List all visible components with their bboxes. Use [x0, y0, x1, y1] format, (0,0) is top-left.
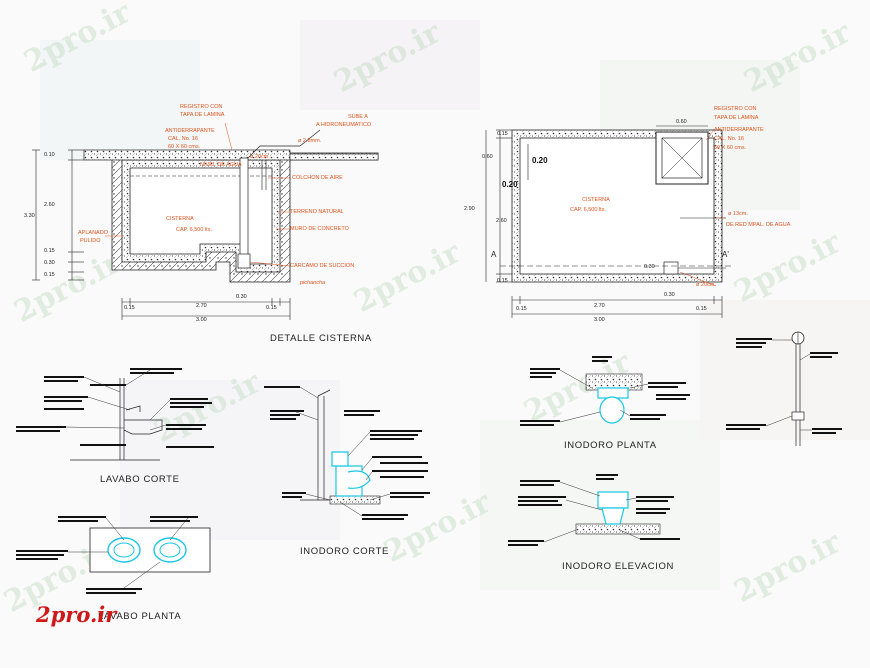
dim-015c: 0.15 [124, 305, 135, 311]
plan-dim-290: 2.90 [464, 206, 475, 212]
cistern-label-terreno: TERRENO NATURAL [290, 209, 344, 215]
dim-015d: 0.15 [266, 305, 277, 311]
plan-label-tapa: TAPA DE LAMINA [714, 115, 759, 121]
plan-label-red: DE RED MPAL. DE AGUA [726, 222, 791, 228]
cistern-label-muro: MURO DE CONCRETO [290, 226, 349, 232]
title-inodoro-elevacion: INODORO ELEVACION [562, 561, 674, 572]
plan-label-a13: ø 13cm. [728, 211, 748, 217]
plan-dim-015c: 0.15 [516, 306, 527, 312]
plan-label-anti2: CAL. No. 16 [714, 136, 744, 142]
cistern-label-registro: REGISTRO CON [180, 104, 223, 110]
dim-270: 2.70 [196, 303, 207, 309]
cistern-label-hidro: A HIDRONEUMATICO [316, 122, 372, 128]
cistern-label-anti2: CAL. No. 16 [168, 136, 198, 142]
plan-label-anti3: 60 X 60 cms. [714, 145, 747, 151]
title-lavabo-corte: LAVABO CORTE [100, 474, 180, 485]
dim-330: 3.30 [24, 213, 35, 219]
dim-260: 2.60 [44, 202, 55, 208]
dim-030: 0.30 [44, 260, 55, 266]
plan-dim-300: 3.00 [594, 317, 605, 323]
cistern-label-aplanado1: APLANADO [78, 230, 108, 236]
cistern-label-anti1: ANTIDERRAPANTE [165, 128, 215, 134]
title-detalle-cisterna: DETALLE CISTERNA [270, 333, 372, 344]
cistern-label-aplanado2: PULIDO [80, 238, 101, 244]
plan-dim-260: 2.60 [496, 218, 507, 224]
plan-dim-030b: 0.30 [664, 292, 675, 298]
dim-015b: 0.15 [44, 272, 55, 278]
plan-dim-015d: 0.15 [696, 306, 707, 312]
cistern-label-b20: ø 20cm. [250, 154, 270, 160]
plan-dim-020a: 0.20 [532, 156, 548, 165]
plan-dim-015: 0.15 [497, 131, 508, 137]
site-logo: 2pro.ir [36, 602, 117, 627]
cistern-label-sube: SUBE A [348, 114, 368, 120]
plan-dim-015b: 0.15 [497, 278, 508, 284]
cistern-label-anti3: 60 X 60 cms. [168, 144, 201, 150]
cistern-label-carcamo: CARCAMO DE SUCCION [290, 263, 355, 269]
title-lavabo-planta: LAVABO PLANTA [98, 611, 182, 622]
plan-label-anti1: ANTIDERRAPANTE [714, 127, 764, 133]
dim-030b: 0.30 [236, 294, 247, 300]
plan-dim-270: 2.70 [594, 303, 605, 309]
plan-label-registro: REGISTRO CON [714, 106, 757, 112]
cistern-label-cisterna: CISTERNA [166, 216, 194, 222]
cistern-label-tapa: TAPA DE LAMINA [180, 112, 225, 118]
plan-section-a-prime: A' [722, 250, 729, 259]
dim-015a: 0.15 [44, 248, 55, 254]
cistern-label-nivel: NIVEL DE AGUA [200, 162, 242, 168]
plan-dim-030: 0.30 [644, 264, 655, 270]
plan-dim-060top: 0.60 [676, 119, 687, 125]
plan-label-cap: CAP. 6,500 lts. [570, 207, 606, 213]
title-inodoro-corte: INODORO CORTE [300, 546, 389, 557]
plan-dim-060: 0.60 [482, 154, 493, 160]
plan-section-a: A [491, 250, 497, 259]
plan-dim-020b: 0.20 [502, 180, 518, 189]
dim-300: 3.00 [196, 317, 207, 323]
cistern-label-a28: ø 2.8mm. [298, 138, 322, 144]
cistern-label-cap: CAP. 6,500 lts. [176, 227, 212, 233]
title-inodoro-planta: INODORO PLANTA [564, 440, 657, 451]
cistern-label-pichancha: pichancha [300, 280, 326, 286]
plan-label-a20: ø 20cm. [696, 282, 716, 288]
plan-label-cisterna: CISTERNA [582, 197, 610, 203]
cistern-label-colchon: COLCHON DE AIRE [292, 175, 343, 181]
dim-010: 0.10 [44, 152, 55, 158]
